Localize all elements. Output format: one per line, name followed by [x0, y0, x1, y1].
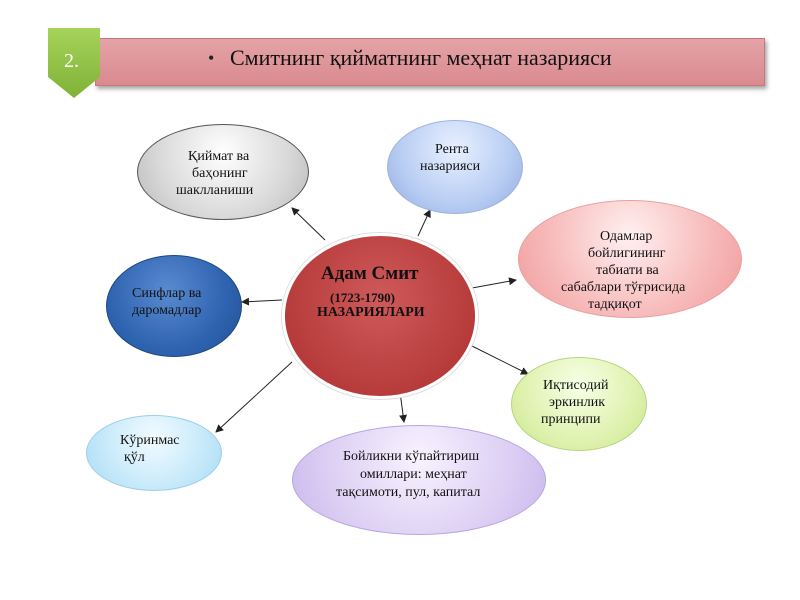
arrow-to-iqtisodiy: [467, 343, 529, 375]
node-sinflar-line-1: Синфлар ва: [132, 286, 202, 301]
arrow-to-kurinmas: [215, 361, 293, 433]
node-odamlar-line-4: сабаблари тўғрисида: [561, 280, 686, 295]
center-node: [282, 233, 478, 399]
node-qiymat-line-2: баҳонинг: [192, 166, 248, 181]
node-odamlar-line-2: бойлигининг: [588, 246, 666, 261]
node-kurinmas: [86, 415, 222, 491]
node-iqtisodiy-line-1: Иқтисодий: [543, 378, 609, 393]
node-kurinmas-line-2: қўл: [124, 450, 145, 465]
node-iqtisodiy: [511, 357, 647, 451]
node-renta-line-2: назарияси: [420, 159, 481, 174]
title-bullet: •: [208, 48, 215, 68]
node-iqtisodiy-line-3: принципи: [541, 412, 601, 427]
node-boylik: [292, 425, 546, 535]
node-odamlar-line-1: Одамлар: [600, 229, 653, 244]
title-banner: [95, 38, 765, 86]
node-odamlar-line-5: тадқиқот: [588, 297, 642, 312]
node-iqtisodiy-line-2: эркинлик: [549, 395, 606, 410]
arrow-to-sinflar: [241, 297, 283, 306]
node-qiymat: [137, 124, 309, 220]
node-kurinmas-line-1: Кўринмас: [120, 433, 180, 448]
node-renta: [387, 120, 523, 214]
node-renta-line-1: Рента: [435, 142, 469, 157]
node-boylik-line-1: Бойликни кўпайтириш: [343, 449, 480, 464]
center-years: (1723-1790): [330, 290, 395, 305]
node-qiymat-line-1: Қиймат ва: [188, 149, 250, 164]
node-qiymat-line-3: шаклланиши: [176, 183, 254, 198]
arrow-to-renta: [417, 209, 431, 237]
center-title: Адам Смит: [321, 263, 419, 284]
slide-number: 2.: [64, 50, 79, 72]
slide-title: Смитнинг қийматнинг меҳнат назарияси: [230, 45, 612, 70]
node-sinflar: [106, 255, 242, 357]
node-boylik-line-3: тақсимоти, пул, капитал: [336, 485, 481, 500]
node-sinflar-line-2: даромадлар: [132, 303, 202, 318]
node-odamlar-line-3: табиати ва: [596, 263, 659, 278]
arrow-to-odamlar: [471, 277, 517, 289]
node-odamlar: [518, 200, 742, 318]
center-subtitle: НАЗАРИЯЛАРИ: [317, 305, 425, 320]
arrow-to-qiymat: [291, 207, 326, 241]
node-boylik-line-2: омиллари: меҳнат: [360, 467, 467, 482]
